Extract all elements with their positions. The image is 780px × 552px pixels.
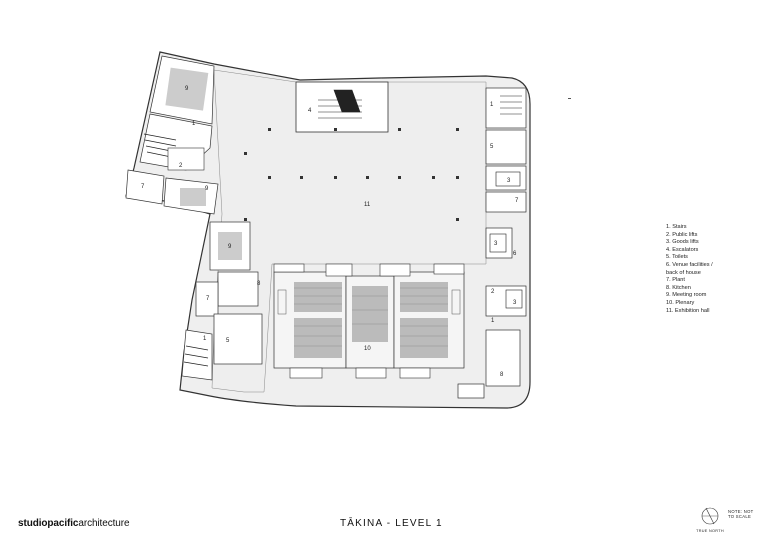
room-number: 7 bbox=[206, 296, 210, 302]
room-number: 2 bbox=[491, 289, 495, 295]
legend-item: 8. Kitchen bbox=[666, 284, 691, 291]
room-number: 10 bbox=[364, 346, 371, 352]
legend-item: 6. Venue facilities / back of house bbox=[666, 261, 713, 276]
legend-item: 11. Exhibition hall bbox=[666, 307, 710, 314]
drawing-title: TĀKINA - LEVEL 1 bbox=[340, 518, 443, 529]
plenary-halls bbox=[273, 271, 465, 369]
room-number: 5 bbox=[226, 338, 230, 344]
brand-bold: studiopacific bbox=[18, 518, 79, 529]
legend-item: 10. Plenary bbox=[666, 299, 695, 306]
escalator-stairs bbox=[318, 89, 362, 119]
legend-item: 3. Goods lifts bbox=[666, 239, 699, 246]
room-number: 7 bbox=[515, 198, 519, 204]
legend: 1. Stairs 2. Public lifts 3. Goods lifts… bbox=[666, 224, 776, 315]
room-number: 1 bbox=[490, 102, 494, 108]
room-number: 11 bbox=[364, 202, 371, 208]
scale-note: NOTE: NOT TO SCALE bbox=[728, 509, 754, 520]
room-number: 1 bbox=[203, 336, 207, 342]
plenary-lobby-services bbox=[273, 263, 465, 379]
east-stairs bbox=[489, 95, 523, 309]
marker-tick bbox=[568, 98, 571, 99]
room-number: 8 bbox=[500, 372, 504, 378]
room-number: 3 bbox=[494, 241, 498, 247]
north-label: TRUE NORTH bbox=[696, 529, 724, 533]
legend-item: 4. Escalators bbox=[666, 246, 699, 253]
room-number: 3 bbox=[507, 178, 511, 184]
west-wing bbox=[125, 55, 263, 381]
room-numbers: 9 1 2 7 9 9 8 7 5 1 4 11 10 1 5 3 7 3 6 … bbox=[141, 86, 519, 378]
brand-logo: studiopacificarchitecture bbox=[18, 518, 130, 529]
legend-item: 2. Public lifts bbox=[666, 231, 698, 238]
room-number: 6 bbox=[513, 251, 517, 257]
room-number: 8 bbox=[257, 281, 261, 287]
room-number: 9 bbox=[185, 86, 189, 92]
room-number: 1 bbox=[192, 121, 196, 127]
legend-item: 9. Meeting room bbox=[666, 292, 707, 299]
legend-item: 1. Stairs bbox=[666, 224, 687, 230]
room-number: 4 bbox=[308, 108, 312, 114]
column-grid bbox=[244, 128, 459, 221]
room-number: 3 bbox=[513, 300, 517, 306]
room-number: 7 bbox=[141, 184, 145, 190]
north-arrow-icon bbox=[701, 507, 719, 525]
legend-item: 5. Toilets bbox=[666, 254, 688, 261]
room-number: 9 bbox=[228, 244, 232, 250]
room-number: 1 bbox=[491, 318, 495, 324]
legend-item: 7. Plant bbox=[666, 277, 685, 284]
room-number: 5 bbox=[490, 144, 494, 150]
room-number: 9 bbox=[205, 186, 209, 192]
brand-light: architecture bbox=[78, 518, 130, 529]
room-number: 2 bbox=[179, 163, 183, 169]
